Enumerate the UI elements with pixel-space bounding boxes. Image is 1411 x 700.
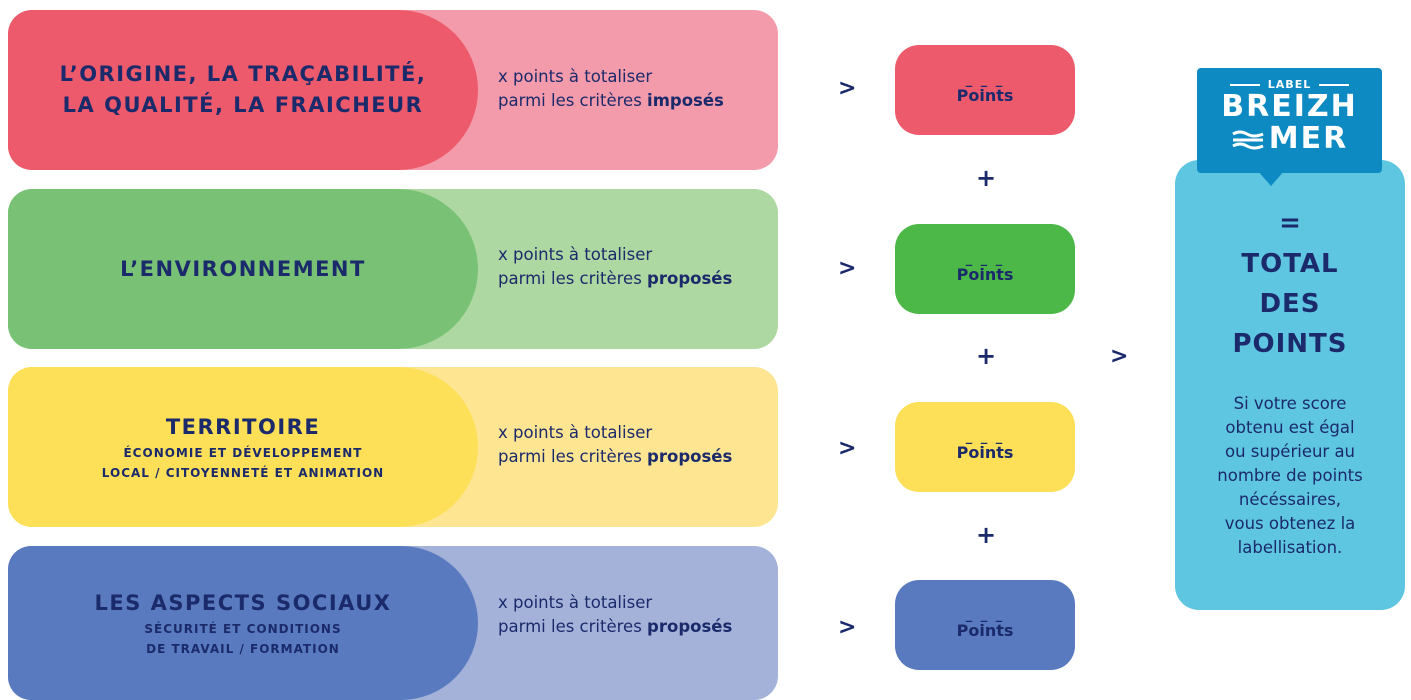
total-description-line: nombre de points [1217, 466, 1363, 485]
points-box-origine: _ _ _ Points [895, 45, 1075, 135]
category-title-line: L’ORIGINE, LA TRAÇABILITÉ, [59, 62, 427, 86]
points-box-environnement: _ _ _ Points [895, 224, 1075, 314]
badge-tail [1257, 170, 1285, 186]
category-subtitle-line: DE TRAVAIL / FORMATION [146, 641, 340, 656]
total-title-line: TOTAL [1241, 249, 1339, 279]
category-title-line: TERRITOIRE [165, 414, 321, 439]
total-description-line: Si votre score [1233, 394, 1347, 413]
points-placeholder: _ _ _ [965, 72, 1005, 88]
category-pill-territoire: TERRITOIRE ÉCONOMIE ET DÉVELOPPEMENT LOC… [8, 367, 478, 527]
points-placeholder: _ _ _ [965, 429, 1005, 445]
description-line: x points à totaliser [498, 423, 653, 442]
description-bold: imposés [647, 91, 724, 110]
description-prefix: parmi les critères [498, 447, 648, 466]
points-label: Points [956, 264, 1014, 284]
category-description: x points à totaliser parmi les critères … [498, 243, 778, 291]
category-description: x points à totaliser parmi les critères … [498, 421, 778, 469]
points-label: Points [956, 442, 1014, 462]
arrow-icon: > [838, 256, 857, 281]
badge-name-line2: MER [1268, 121, 1349, 156]
total-panel [1175, 160, 1405, 610]
badge-rule [1229, 83, 1260, 86]
total-description-line: labellisation. [1237, 538, 1343, 557]
points-placeholder: _ _ _ [965, 607, 1005, 623]
total-description-line: ou supérieur au [1224, 442, 1356, 461]
total-title-line: DES [1259, 289, 1321, 319]
waves-icon [1232, 130, 1264, 149]
badge-label-text: LABEL [1267, 78, 1312, 91]
category-pill-origine: L’ORIGINE, LA TRAÇABILITÉ, LA QUALITÉ, L… [8, 10, 478, 170]
category-pill-aspects-sociaux: LES ASPECTS SOCIAUX SÉCURITÉ ET CONDITIO… [8, 546, 478, 700]
category-subtitle-line: ÉCONOMIE ET DÉVELOPPEMENT [123, 445, 363, 460]
label-badge: LABEL BREIZH MER [1197, 68, 1382, 173]
category-subtitle-line: SÉCURITÉ ET CONDITIONS [144, 621, 342, 636]
arrow-icon: > [838, 76, 857, 101]
category-row-environnement: L’ENVIRONNEMENT x points à totaliser par… [8, 189, 778, 349]
description-line: parmi les critères proposés [498, 615, 778, 639]
total-description-line: nécéssaires, [1238, 490, 1342, 509]
arrow-icon: > [838, 615, 857, 640]
category-description: x points à totaliser parmi les critères … [498, 65, 778, 113]
points-placeholder: _ _ _ [965, 251, 1005, 267]
badge-name-line2-wrap: MER [1231, 123, 1348, 155]
description-line: x points à totaliser [498, 245, 653, 264]
description-line: x points à totaliser [498, 593, 653, 612]
description-prefix: parmi les critères [498, 617, 648, 636]
description-bold: proposés [647, 617, 733, 636]
category-row-territoire: TERRITOIRE ÉCONOMIE ET DÉVELOPPEMENT LOC… [8, 367, 778, 527]
category-title-line: LES ASPECTS SOCIAUX [94, 590, 392, 615]
total-title-line: POINTS [1232, 329, 1348, 359]
points-box-territoire: _ _ _ Points [895, 402, 1075, 492]
description-prefix: parmi les critères [498, 269, 648, 288]
points-label: Points [956, 85, 1014, 105]
total-description: Si votre score obtenu est égal ou supéri… [1200, 392, 1380, 560]
plus-icon: + [976, 164, 997, 192]
category-title-line: LA QUALITÉ, LA FRAICHEUR [62, 93, 424, 117]
description-bold: proposés [647, 269, 733, 288]
category-description: x points à totaliser parmi les critères … [498, 591, 778, 639]
description-line: parmi les critères proposés [498, 445, 778, 469]
category-subtitle-line: LOCAL / CITOYENNETÉ ET ANIMATION [101, 465, 385, 480]
badge-rule [1319, 83, 1350, 86]
description-bold: proposés [647, 447, 733, 466]
description-line: x points à totaliser [498, 67, 653, 86]
description-line: parmi les critères imposés [498, 89, 778, 113]
badge-name-line1: BREIZH [1221, 89, 1358, 124]
arrow-icon: > [838, 436, 857, 461]
equals-sign: = [1279, 208, 1301, 238]
category-pill-environnement: L’ENVIRONNEMENT [8, 189, 478, 349]
description-prefix: parmi les critères [498, 91, 648, 110]
total-description-line: obtenu est égal [1225, 418, 1355, 437]
plus-icon: + [976, 521, 997, 549]
category-row-origine: L’ORIGINE, LA TRAÇABILITÉ, LA QUALITÉ, L… [8, 10, 778, 170]
description-line: parmi les critères proposés [498, 267, 778, 291]
arrow-icon: > [1110, 344, 1129, 369]
plus-icon: + [976, 342, 997, 370]
category-row-aspects-sociaux: LES ASPECTS SOCIAUX SÉCURITÉ ET CONDITIO… [8, 546, 778, 700]
category-title-line: L’ENVIRONNEMENT [120, 256, 366, 281]
badge-label: LABEL [1222, 78, 1357, 91]
total-title: TOTAL DES POINTS [1175, 244, 1405, 364]
points-box-aspects-sociaux: _ _ _ Points [895, 580, 1075, 670]
total-description-line: vous obtenez la [1224, 514, 1356, 533]
points-label: Points [956, 620, 1014, 640]
